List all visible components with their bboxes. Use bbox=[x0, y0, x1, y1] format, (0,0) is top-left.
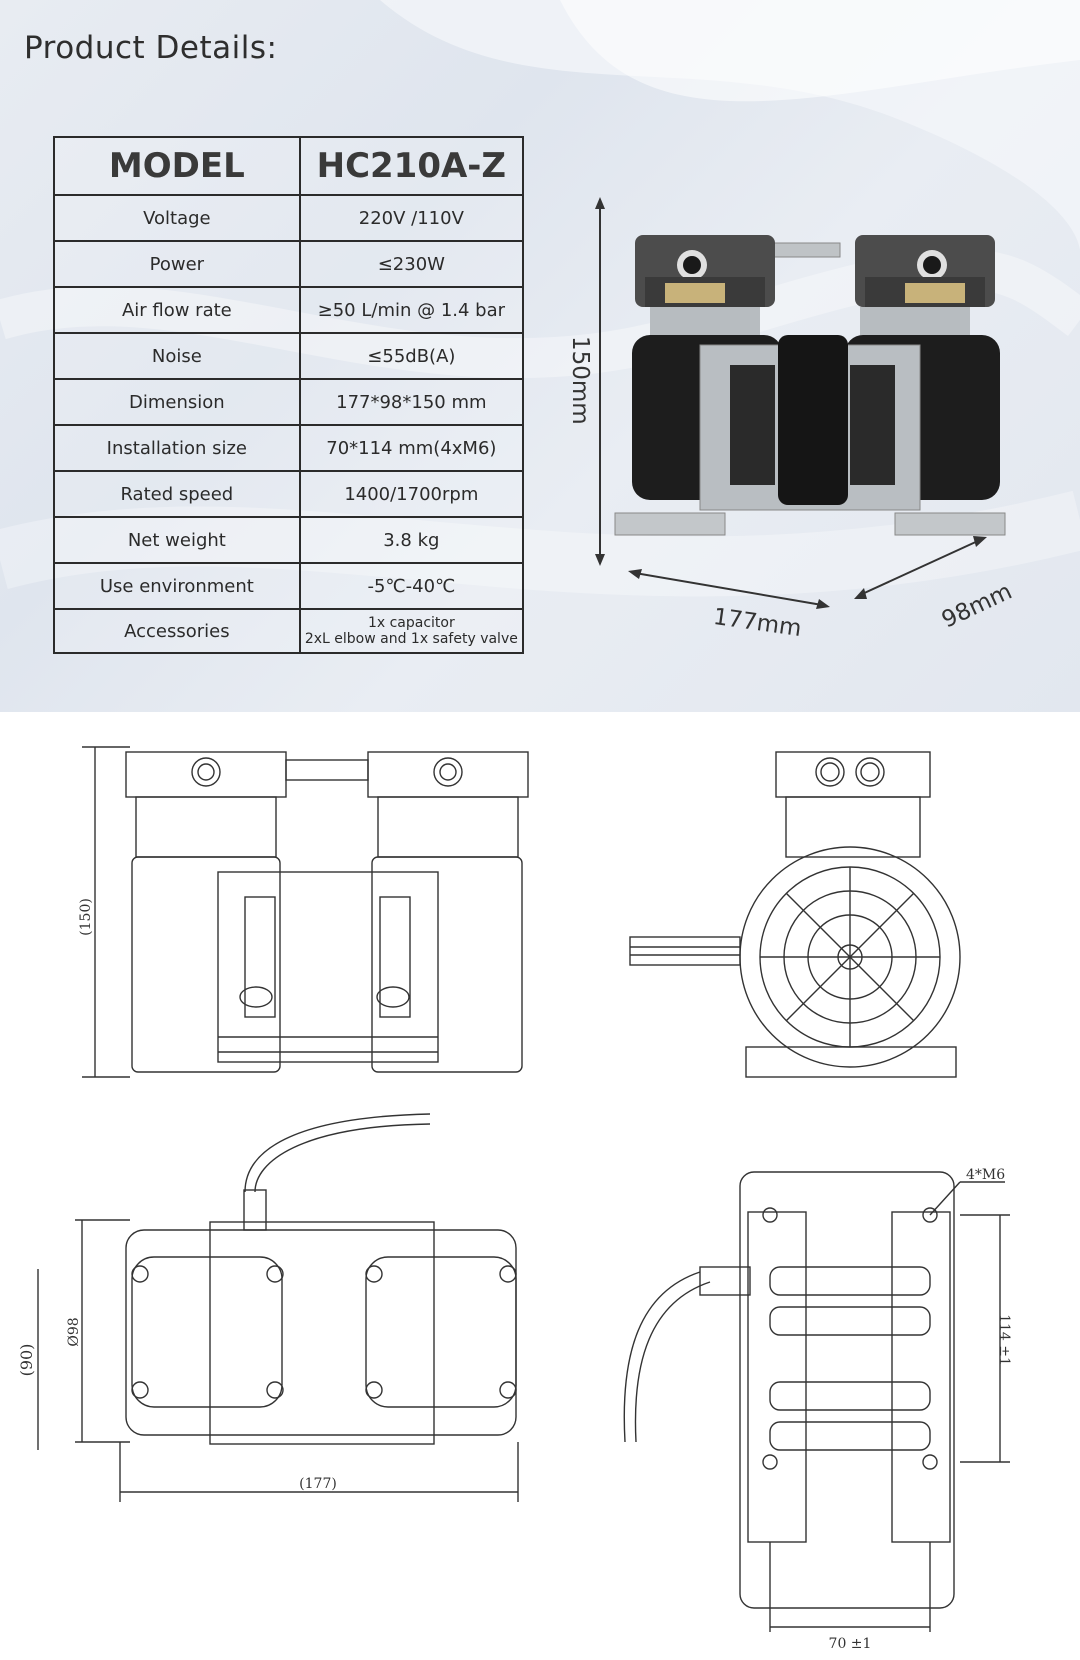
spec-row: Power ≤230W bbox=[53, 240, 525, 288]
photo-height-label: 150mm bbox=[567, 336, 593, 425]
spec-row: Rated speed 1400/1700rpm bbox=[53, 470, 525, 518]
spec-table: MODEL HC210A-Z Voltage 220V /110V Power … bbox=[53, 136, 525, 654]
spec-label: Net weight bbox=[53, 516, 301, 564]
accessory-line-1: 1x capacitor bbox=[367, 615, 455, 631]
spec-label: Noise bbox=[53, 332, 301, 380]
spec-label: Dimension bbox=[53, 378, 301, 426]
bottom-height-label: (90) bbox=[17, 1344, 36, 1377]
technical-drawings: (150) Ø98 (90) (177) 4*M6 114 ±1 70 ±1 bbox=[17, 746, 1012, 1652]
product-details-section: Product Details: MODEL HC210A-Z Voltage … bbox=[0, 0, 1080, 712]
spec-row: Dimension 177*98*150 mm bbox=[53, 378, 525, 426]
spec-value: -5℃-40℃ bbox=[298, 562, 525, 610]
spec-row: Voltage 220V /110V bbox=[53, 194, 525, 242]
model-value: HC210A-Z bbox=[298, 136, 525, 196]
bottom-view bbox=[37, 1113, 519, 1502]
bottom-length-label: (177) bbox=[299, 1476, 337, 1492]
length-arrow bbox=[634, 572, 823, 606]
accessory-line-2: 2xL elbow and 1x safety valve bbox=[304, 631, 518, 647]
spec-label: Voltage bbox=[53, 194, 301, 242]
section-title: Product Details: bbox=[24, 30, 278, 66]
spec-label: Power bbox=[53, 240, 301, 288]
spec-row: Installation size 70*114 mm(4xM6) bbox=[53, 424, 525, 472]
spec-value: 177*98*150 mm bbox=[298, 378, 525, 426]
spec-value: 3.8 kg bbox=[298, 516, 525, 564]
right-foot bbox=[894, 512, 1006, 536]
spec-row-accessories: Accessories 1x capacitor 2xL elbow and 1… bbox=[53, 608, 525, 654]
spec-label: Use environment bbox=[53, 562, 301, 610]
spec-label: Air flow rate bbox=[53, 286, 301, 334]
spec-row: Use environment -5℃-40℃ bbox=[53, 562, 525, 610]
spec-label: Rated speed bbox=[53, 470, 301, 518]
depth-arrow bbox=[859, 539, 981, 596]
pump-photo bbox=[595, 197, 1006, 609]
model-label: MODEL bbox=[53, 136, 301, 196]
spec-value: 70*114 mm(4xM6) bbox=[298, 424, 525, 472]
mount-vertical-spacing-label: 114 ±1 bbox=[996, 1314, 1012, 1366]
front-view bbox=[82, 746, 529, 1078]
mount-bolt-label: 4*M6 bbox=[966, 1167, 1005, 1183]
mount-horizontal-spacing-label: 70 ±1 bbox=[829, 1636, 872, 1652]
mount-view bbox=[623, 1171, 1010, 1632]
spec-row: Noise ≤55dB(A) bbox=[53, 332, 525, 380]
left-foot bbox=[614, 512, 726, 536]
spec-value: ≤55dB(A) bbox=[298, 332, 525, 380]
spec-row: Air flow rate ≥50 L/min @ 1.4 bar bbox=[53, 286, 525, 334]
spec-row: Net weight 3.8 kg bbox=[53, 516, 525, 564]
front-height-label: (150) bbox=[78, 898, 94, 936]
spec-head-row: MODEL HC210A-Z bbox=[53, 136, 525, 196]
spec-value: ≥50 L/min @ 1.4 bar bbox=[298, 286, 525, 334]
spec-value: 1x capacitor 2xL elbow and 1x safety val… bbox=[298, 608, 525, 654]
spec-label: Installation size bbox=[53, 424, 301, 472]
spec-value: 220V /110V bbox=[298, 194, 525, 242]
spec-value: 1400/1700rpm bbox=[298, 470, 525, 518]
spec-value: ≤230W bbox=[298, 240, 525, 288]
side-view bbox=[629, 751, 961, 1078]
bottom-depth-label: Ø98 bbox=[66, 1317, 82, 1346]
spec-label: Accessories bbox=[53, 608, 301, 654]
